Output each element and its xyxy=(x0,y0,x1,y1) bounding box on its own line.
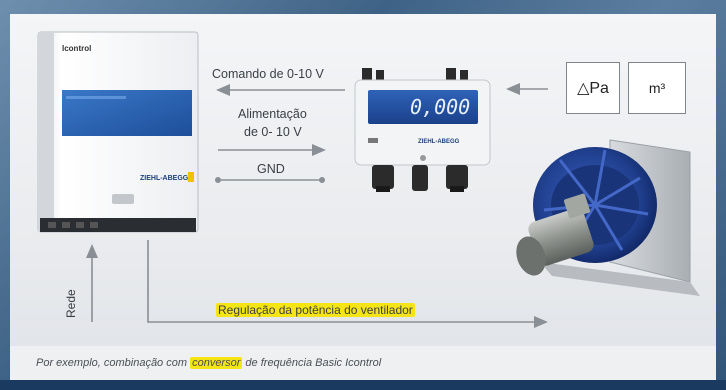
alimentacao-label-line1: Alimentação xyxy=(238,107,307,121)
sensor-transmitter xyxy=(354,68,491,192)
caption-before: Por exemplo, combinação com xyxy=(36,357,191,369)
regulacao-label: Regulação da potência do ventilador xyxy=(216,303,415,317)
connection-lines xyxy=(86,83,548,328)
alimentacao-label-line2: de 0- 10 V xyxy=(244,125,302,139)
sensor-logo: ZIEHL-ABEGG xyxy=(418,139,460,145)
caption-strip xyxy=(10,346,716,380)
controller-unit xyxy=(37,31,199,233)
comando-label: Comando de 0-10 V xyxy=(212,67,324,81)
caption-after: de frequência Basic Icontrol xyxy=(242,357,382,369)
bottom-bar xyxy=(0,380,726,390)
centrifugal-fan xyxy=(516,139,700,296)
regulacao-highlight: Regulação da potência do ventilador xyxy=(216,303,415,317)
pressure-input-box: △Pa xyxy=(566,62,620,114)
controller-logo-mark xyxy=(188,172,194,182)
controller-logo: ZIEHL-ABEGG xyxy=(140,175,189,182)
volume-input-box: m³ xyxy=(628,62,686,114)
controller-brand-label: Icontrol xyxy=(62,44,92,53)
caption-text: Por exemplo, combinação com conversor de… xyxy=(36,357,381,369)
gnd-label: GND xyxy=(257,162,285,176)
rede-label: Rede xyxy=(64,289,78,318)
sensor-display-value: 0,000 xyxy=(410,95,471,119)
caption-highlight: conversor xyxy=(190,357,243,369)
